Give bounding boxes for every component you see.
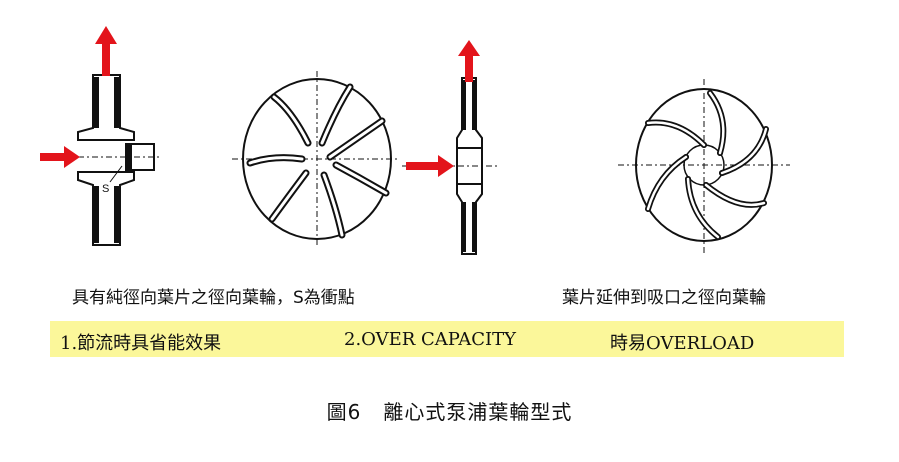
caption-extended-vane-impeller: 葉片延伸到吸口之徑向葉輪 xyxy=(562,288,766,308)
highlight-note-bar: 1.節流時具省能效果 2.OVER CAPACITY 時易OVERLOAD xyxy=(50,321,844,357)
shock-point-label: S xyxy=(102,183,109,195)
impeller-2-front-view xyxy=(618,79,790,253)
impeller-2-upper-shroud xyxy=(456,77,483,149)
figure-title: 圖6 離心式泵浦葉輪型式 xyxy=(0,396,899,425)
figure-caption: 離心式泵浦葉輪型式 xyxy=(383,400,573,424)
figure-number: 圖6 xyxy=(326,400,362,424)
impeller-2-section-view xyxy=(402,40,498,255)
outlet-arrow-up-icon xyxy=(95,26,117,76)
impeller-1-front-view xyxy=(232,71,400,247)
impeller-1-lower-shroud xyxy=(77,171,135,246)
impeller-2-lower-shroud xyxy=(456,183,483,255)
note-overload: 時易OVERLOAD xyxy=(610,333,755,354)
caption-radial-impeller: 具有純徑向葉片之徑向葉輪，S為衝點 xyxy=(72,288,355,308)
inlet-arrow-right-icon xyxy=(40,146,80,168)
outlet-arrow-up-icon xyxy=(458,40,480,82)
note-over-capacity: 2.OVER CAPACITY xyxy=(344,329,517,350)
impeller-1-upper-shroud xyxy=(77,74,135,141)
note-energy-saving: 1.節流時具省能效果 xyxy=(60,333,222,354)
inlet-arrow-right-icon xyxy=(406,155,454,177)
impeller-1-section-view: S xyxy=(40,26,162,246)
